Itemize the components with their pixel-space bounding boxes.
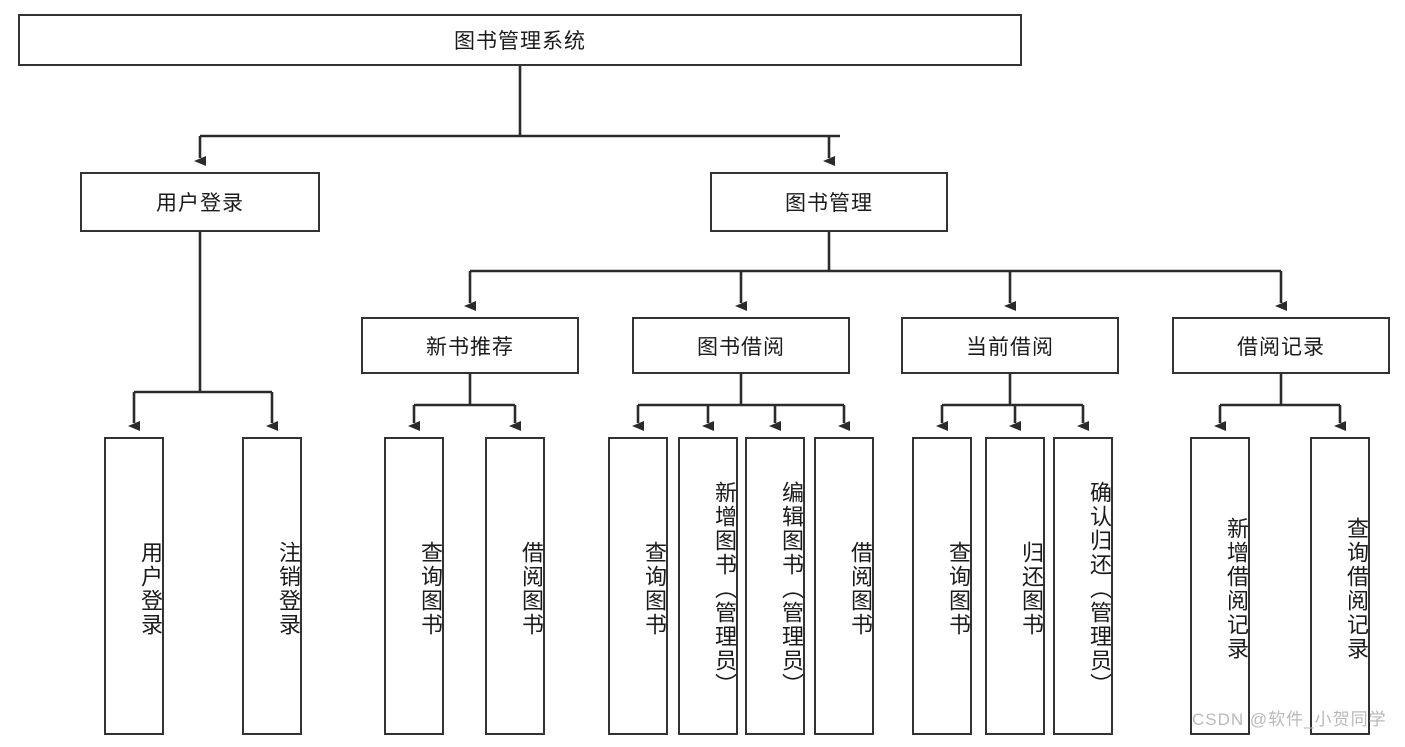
node-current-borrow-label: 当前借阅 [966, 335, 1054, 359]
leaf-label: 借阅图书 [848, 541, 873, 637]
leaf-borrow-book-recommend[interactable]: 借阅图书 [485, 437, 545, 735]
leaf-label: 编辑图书（管理员） [779, 481, 804, 697]
node-current-borrow[interactable]: 当前借阅 [901, 317, 1119, 374]
watermark-text: CSDN @软件_小贺同学 [1192, 710, 1387, 729]
leaf-query-book-recommend[interactable]: 查询图书 [384, 437, 444, 735]
node-user-login[interactable]: 用户登录 [80, 172, 320, 232]
leaf-return-book[interactable]: 归还图书 [985, 437, 1045, 735]
leaf-label: 新增借阅记录 [1224, 517, 1249, 661]
node-book-borrow-label: 图书借阅 [697, 335, 785, 359]
node-user-login-label: 用户登录 [156, 192, 244, 215]
leaf-label: 用户登录 [138, 541, 163, 637]
leaf-add-book-admin[interactable]: 新增图书（管理员） [678, 437, 738, 735]
leaf-label: 查询图书 [642, 541, 667, 637]
leaf-logout[interactable]: 注销登录 [242, 437, 302, 735]
leaf-query-borrow-record[interactable]: 查询借阅记录 [1310, 437, 1370, 735]
leaf-label: 确认归还（管理员） [1087, 481, 1112, 697]
node-book-management[interactable]: 图书管理 [710, 172, 948, 232]
leaf-edit-book-admin[interactable]: 编辑图书（管理员） [745, 437, 805, 735]
leaf-label: 查询借阅记录 [1344, 517, 1369, 661]
node-new-book-recommend[interactable]: 新书推荐 [361, 317, 579, 374]
leaf-label: 查询图书 [946, 541, 971, 637]
leaf-confirm-return-admin[interactable]: 确认归还（管理员） [1053, 437, 1113, 735]
leaf-query-book-borrow[interactable]: 查询图书 [608, 437, 668, 735]
node-borrow-record-label: 借阅记录 [1237, 335, 1325, 359]
node-book-borrow[interactable]: 图书借阅 [632, 317, 850, 374]
leaf-label: 新增图书（管理员） [712, 481, 737, 697]
leaf-borrow-book[interactable]: 借阅图书 [814, 437, 874, 735]
leaf-query-book-current[interactable]: 查询图书 [912, 437, 972, 735]
watermark: CSDN @软件_小贺同学 [1192, 705, 1387, 730]
leaf-label: 查询图书 [418, 541, 443, 637]
node-root-label: 图书管理系统 [454, 30, 586, 53]
node-book-management-label: 图书管理 [785, 192, 873, 215]
node-borrow-record[interactable]: 借阅记录 [1172, 317, 1390, 374]
leaf-label: 借阅图书 [519, 541, 544, 637]
node-new-book-recommend-label: 新书推荐 [426, 335, 514, 359]
node-root[interactable]: 图书管理系统 [18, 14, 1022, 66]
leaf-add-borrow-record[interactable]: 新增借阅记录 [1190, 437, 1250, 735]
leaf-user-login[interactable]: 用户登录 [104, 437, 164, 735]
leaf-label: 注销登录 [276, 541, 301, 637]
leaf-label: 归还图书 [1019, 541, 1044, 637]
